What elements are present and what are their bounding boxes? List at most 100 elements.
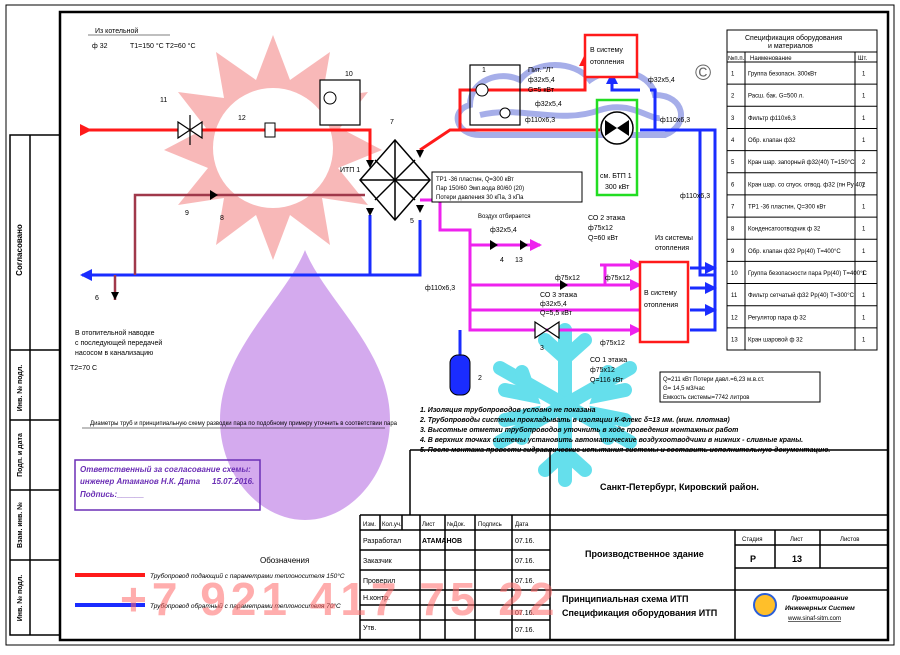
spec-cell-name: Регулятор пара ф 32 xyxy=(748,315,807,321)
arrow-return-right-1 xyxy=(705,262,717,274)
num-9: 9 xyxy=(185,210,189,217)
spec-col-qty: Шт. xyxy=(858,56,868,62)
label-dn-110-right: ф110х6,3 xyxy=(660,117,690,124)
spec-cell-no: 12 xyxy=(731,315,738,321)
num-2: 2 xyxy=(478,375,482,382)
arrow-heating-1 xyxy=(630,259,642,271)
label-dn-110-top: ф110х6,3 xyxy=(525,117,555,124)
summary-box xyxy=(659,371,821,403)
spec-cell-qty: 1 xyxy=(862,271,866,277)
label-from-heating-2: отопления xyxy=(655,245,689,252)
label-dn-110-lower: ф110х6,3 xyxy=(680,193,710,200)
spec-cell-no: 7 xyxy=(731,205,735,211)
side-sign-date: Подп. и дата xyxy=(17,433,24,477)
spec-cell-name: Расш. бак. G=500 л. xyxy=(748,94,804,100)
side-inv-podl: Инв. № подл. xyxy=(16,365,24,412)
note-3: 3. Высотные отметки трубопроводов уточни… xyxy=(420,426,738,434)
num-7: 7 xyxy=(390,119,394,126)
approval-box xyxy=(74,459,261,511)
spec-cell-name: ТР1 -36 пластин, Q=300 кВт xyxy=(748,205,826,211)
spec-cell-no: 4 xyxy=(731,138,735,144)
spec-cell-no: 5 xyxy=(731,160,735,166)
label-so3-title: СО 3 этажа xyxy=(540,292,577,299)
spec-cell-no: 1 xyxy=(731,72,735,78)
spec-cell-qty: 1 xyxy=(862,337,866,343)
tb-hdr-date: Дата xyxy=(515,522,529,528)
gauge-icon-1 xyxy=(475,83,489,97)
tb-role-appr: Утв. xyxy=(363,625,376,632)
spec-cell-qty: 1 xyxy=(862,138,866,144)
hx-desc-2: Пар 150/60 Эмп.вода 80/60 (20) xyxy=(436,186,524,192)
copyright-mark: © xyxy=(695,60,711,85)
side-agreed: Согласовано xyxy=(15,224,24,276)
spec-cell-name: Группа безопасности пара Рр(40) Т=400°С xyxy=(748,271,867,277)
gauge-icon-1b xyxy=(499,107,511,119)
side-inv-podl-2: Инв. № подл. xyxy=(16,575,24,622)
tb-title-2: Спецификация оборудования ИТП xyxy=(562,608,717,618)
label-return-1: В отопительной наводке xyxy=(75,329,155,337)
arrow-supply-left xyxy=(80,124,92,136)
label-so3-q: Q=5,5 кВт xyxy=(540,310,573,317)
tb-sheet-hdr: Лист xyxy=(790,537,803,543)
heating-mid-label-2: отопления xyxy=(644,302,678,309)
tb-date-4: 07.16. xyxy=(515,610,535,617)
label-so2-dn: ф75х12 xyxy=(588,225,613,232)
spec-cell-no: 9 xyxy=(731,249,735,255)
spec-cell-no: 2 xyxy=(731,94,735,100)
btp-power: 300 кВт xyxy=(605,184,630,191)
filter-11 xyxy=(177,115,203,145)
approval-date: 15.07.2016. xyxy=(212,477,254,486)
spec-cell-qty: 1 xyxy=(862,315,866,321)
spec-cell-name: Группа безопасн. 300кВт xyxy=(748,72,817,78)
label-return-2: с последующей передачей xyxy=(75,339,162,347)
spec-cell-name: Фильтр сетчатый ф32 Рр(40) Т=300°С xyxy=(748,292,855,299)
spec-cell-no: 6 xyxy=(731,182,735,188)
btp-box xyxy=(595,98,639,197)
num-3: 3 xyxy=(540,345,544,352)
pipe-note: Диаметры труб и принципиальную схему раз… xyxy=(90,421,398,427)
pipe-return xyxy=(82,80,717,355)
spec-title-2: и материалов xyxy=(768,43,813,50)
gauge-icon-10 xyxy=(323,91,337,105)
arrow-return-left xyxy=(80,269,92,281)
spec-cell-qty: 1 xyxy=(862,116,866,122)
label-dn-110-left: ф110х6,3 xyxy=(425,285,455,292)
tb-date-3: 07.16. xyxy=(515,578,535,585)
arrow-heating-4 xyxy=(530,239,542,251)
arrow-return-right-3 xyxy=(705,304,717,316)
tb-company-url: www.sinaf-sitm.com xyxy=(787,616,841,622)
label-so1-q: Q=116 кВт xyxy=(590,377,624,384)
hx-desc-3: Потери давления 30 кПа, 3 кПа xyxy=(436,195,524,201)
label-from-heating-1: Из системы xyxy=(655,235,693,242)
spec-cell-name: Кран шаровой ф 32 xyxy=(748,336,803,343)
label-dn-32-a: ф32х5,4 xyxy=(490,227,517,234)
regulator-12 xyxy=(264,122,276,138)
label-from-boiler: Из котельной xyxy=(95,27,138,35)
tb-hdr-sign: Подпись xyxy=(478,522,502,528)
tb-role-cust: Заказчик xyxy=(363,558,393,565)
spec-cell-name: Обр. клапан ф32 xyxy=(748,138,796,144)
spec-cell-qty: 2 xyxy=(862,160,866,166)
side-stamp xyxy=(9,134,61,636)
num-11: 11 xyxy=(160,97,167,104)
spec-col-no: №п.п. xyxy=(728,55,745,62)
label-so3-dn: ф32х5,4 xyxy=(540,301,567,308)
summary-1: Q=211 кВт Потери давл.=6,23 м.в.ст. xyxy=(663,377,765,383)
label-t1t2: Т1=150 °С Т2=60 °С xyxy=(130,42,196,50)
expansion-tank xyxy=(449,354,471,396)
num-6: 6 xyxy=(95,295,99,302)
spec-cell-qty: 1 xyxy=(862,227,866,233)
num-13: 13 xyxy=(515,257,523,264)
tb-title-1: Принципиальная схема ИТП xyxy=(562,594,688,604)
tb-company-2: Инженерных Систем xyxy=(785,605,855,612)
spec-cell-no: 10 xyxy=(731,271,738,277)
heating-destination-top xyxy=(583,33,639,79)
spec-cell-no: 8 xyxy=(731,227,735,233)
num-5: 5 xyxy=(410,218,414,225)
tb-hdr-kol: Кол.уч. xyxy=(382,522,402,528)
arrow-heating-2 xyxy=(630,279,642,291)
tb-role-norm: Н.контр. xyxy=(363,595,390,602)
watermark-sun xyxy=(164,35,382,260)
